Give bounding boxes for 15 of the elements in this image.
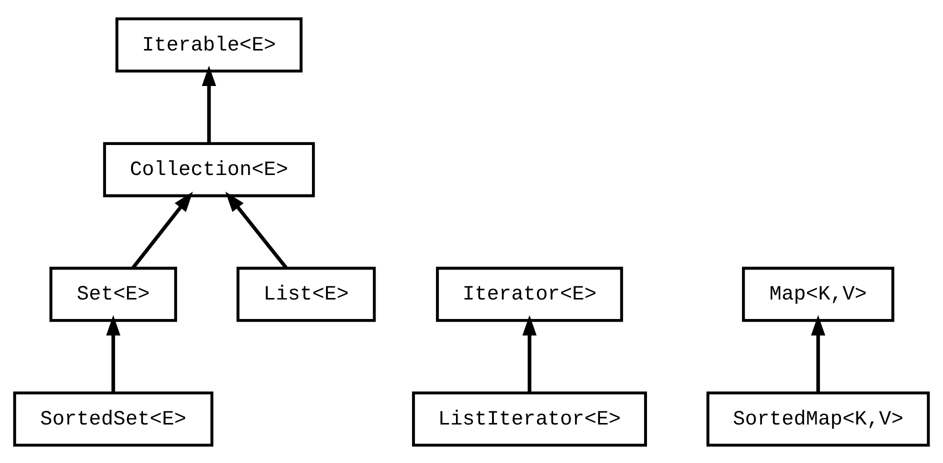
node-box: Set<E> [49, 266, 178, 322]
node-box: SortedMap<K,V> [706, 391, 930, 446]
arrow [225, 191, 288, 268]
node-box: Iterable<E> [115, 16, 303, 72]
node-box: ListIterator<E> [412, 391, 647, 446]
node-box: SortedSet<E> [13, 391, 214, 446]
arrow [522, 314, 537, 392]
arrow [202, 65, 216, 142]
arrow [106, 314, 120, 392]
node-box: Collection<E> [103, 142, 315, 197]
arrow [811, 314, 826, 392]
node-box: Iterator<E> [436, 266, 624, 322]
node-box: Map<K,V> [742, 266, 894, 322]
arrow [132, 191, 193, 268]
node-box: List<E> [236, 266, 376, 322]
